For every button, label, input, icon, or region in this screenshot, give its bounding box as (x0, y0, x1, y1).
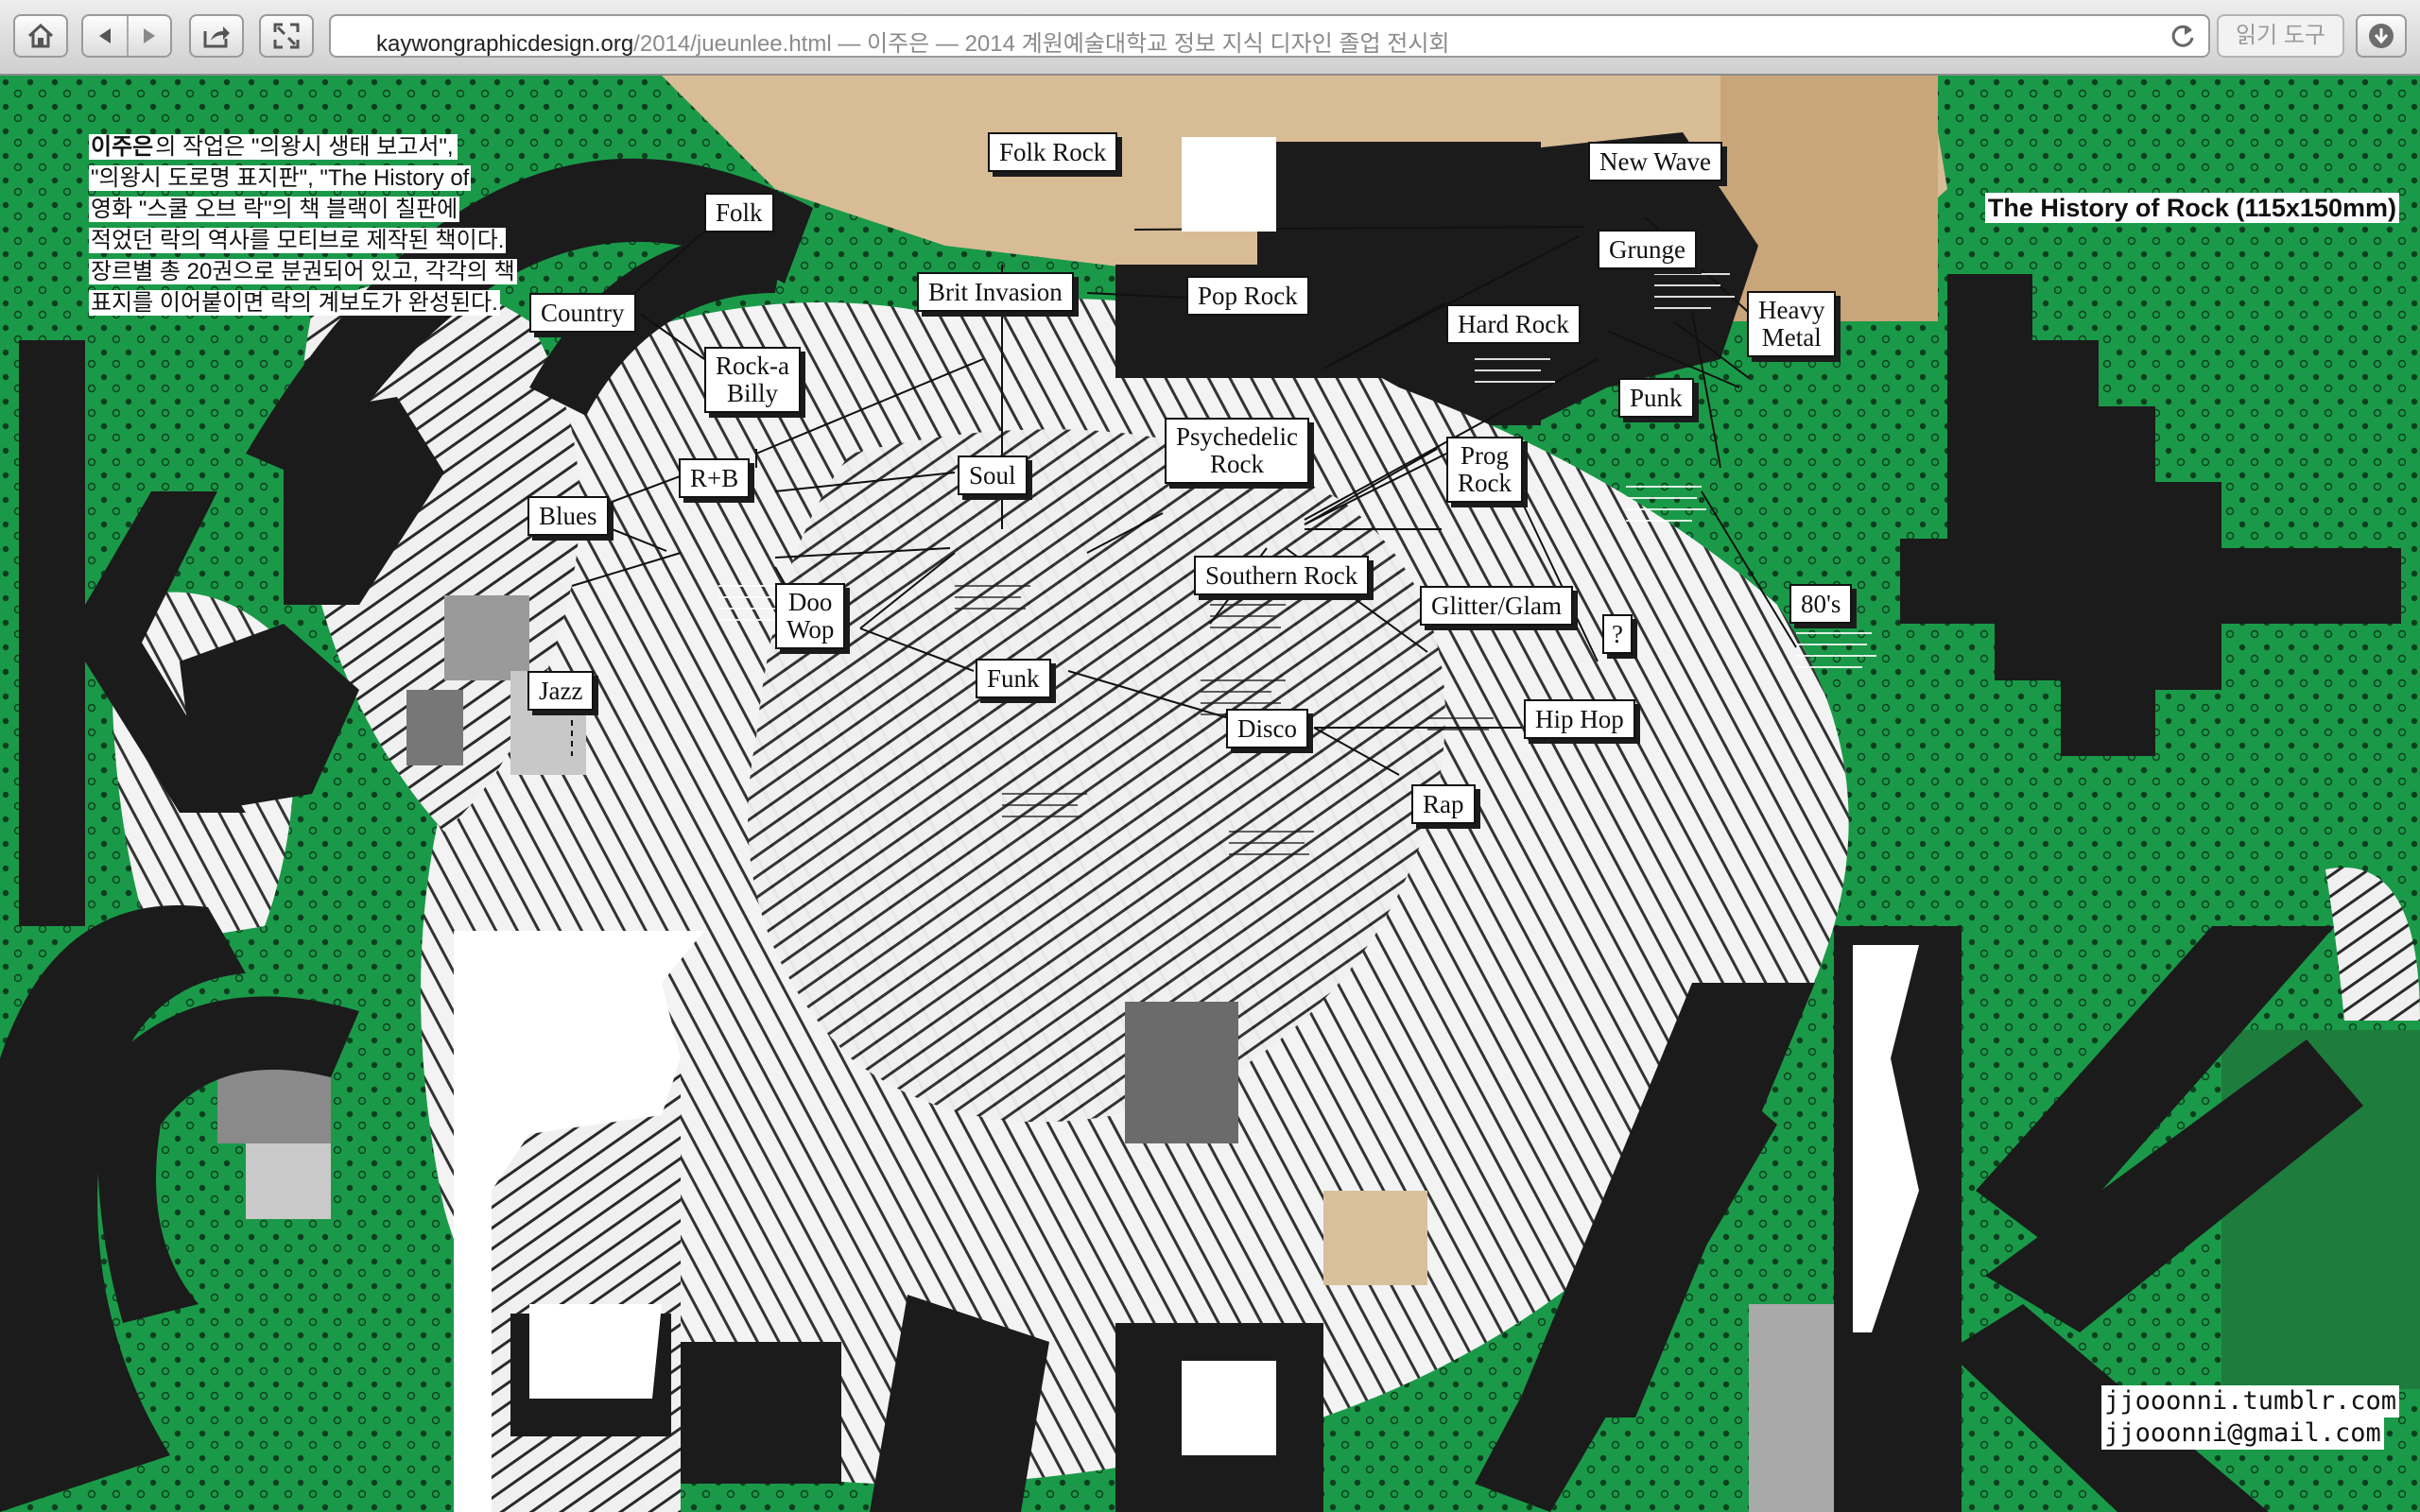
rockabilly-line-1: Rock-a (716, 352, 789, 380)
forward-button[interactable] (129, 16, 170, 56)
downloads-button[interactable] (2356, 14, 2407, 58)
url-host: kaywongraphicdesign.org (376, 31, 634, 57)
genre-country: Country (529, 293, 636, 333)
genre-folk-rock: Folk Rock (988, 132, 1118, 172)
genre-brit-invasion: Brit Invasion (917, 272, 1074, 312)
genre-southern-rock: Southern Rock (1194, 556, 1370, 595)
heavy-metal-line-2: Metal (1761, 323, 1822, 352)
tumblr-link[interactable]: jjooonni.tumblr.com (2101, 1385, 2399, 1418)
page-content: 이주은의 작업은 "의왕시 생태 보고서", "의왕시 도로명 표지판", "T… (0, 76, 2420, 1512)
forward-icon (144, 28, 155, 43)
heavy-metal-line-1: Heavy (1758, 296, 1825, 324)
genre-80s: 80's (1789, 584, 1853, 624)
genre-blues: Blues (527, 496, 609, 536)
genre-rnb: R+B (679, 458, 751, 498)
email-link[interactable]: jjooonni@gmail.com (2101, 1418, 2384, 1450)
page-title-suffix: — 이주은 — 2014 계원예술대학교 정보 지식 디자인 졸업 전시회 (831, 31, 1450, 57)
genre-new-wave: New Wave (1588, 142, 1723, 181)
psychedelic-line-2: Rock (1209, 450, 1264, 478)
rockabilly-line-2: Billy (726, 379, 778, 407)
description-line-5: 장르별 총 20권으로 분권되어 있고, 각각의 책 (89, 259, 517, 284)
artwork-background (0, 76, 2420, 1512)
designer-name: 이주은 (91, 134, 154, 160)
download-icon (2369, 24, 2394, 48)
genre-jazz: Jazz (527, 671, 595, 711)
home-button[interactable] (13, 14, 68, 58)
reader-button[interactable]: 읽기 도구 (2217, 14, 2344, 58)
genre-folk: Folk (704, 193, 774, 232)
share-button[interactable] (189, 14, 244, 58)
url-path: /2014/jueunlee.html (633, 31, 832, 57)
fullscreen-button[interactable] (259, 14, 314, 58)
project-description: 이주은의 작업은 "의왕시 생태 보고서", "의왕시 도로명 표지판", "T… (89, 131, 562, 318)
home-icon (27, 24, 54, 48)
prog-line-1: Prog (1460, 441, 1509, 470)
genre-punk: Punk (1618, 378, 1694, 418)
share-icon (203, 26, 230, 48)
back-icon (99, 28, 111, 43)
genre-rap: Rap (1411, 784, 1476, 824)
contact-info: jjooonni.tumblr.com jjooonni@gmail.com (2101, 1385, 2399, 1450)
genre-unknown: ? (1602, 614, 1633, 654)
doo-wop-line-1: Doo (787, 588, 833, 616)
genre-disco: Disco (1226, 709, 1308, 748)
description-line-6: 표지를 이어붙이면 락의 계보도가 완성된다. (89, 290, 500, 316)
description-line-1: 의 작업은 "의왕시 생태 보고서", (153, 134, 456, 160)
genre-glitter-glam: Glitter/Glam (1420, 586, 1573, 626)
description-line-4: 적었던 락의 역사를 모티브로 제작된 책이다. (89, 228, 507, 253)
artwork-title: The History of Rock (115x150mm) (1984, 193, 2399, 223)
genre-grunge: Grunge (1598, 230, 1697, 269)
doo-wop-line-2: Wop (786, 615, 835, 644)
genre-hard-rock: Hard Rock (1446, 304, 1581, 344)
genre-funk: Funk (976, 659, 1051, 698)
address-bar[interactable]: kaywongraphicdesign.org/2014/jueunlee.ht… (329, 14, 2210, 58)
reload-icon[interactable] (2170, 24, 2195, 48)
genre-hip-hop: Hip Hop (1524, 699, 1635, 739)
browser-toolbar: kaywongraphicdesign.org/2014/jueunlee.ht… (0, 0, 2420, 76)
back-button[interactable] (83, 16, 129, 56)
fullscreen-icon (273, 23, 300, 49)
description-line-2: "의왕시 도로명 표지판", "The History of (89, 165, 472, 191)
description-line-3: 영화 "스쿨 오브 락"의 책 블랙이 칠판에 (89, 197, 460, 222)
url-text: kaywongraphicdesign.org/2014/jueunlee.ht… (376, 25, 1450, 57)
psychedelic-line-1: Psychedelic (1176, 422, 1298, 451)
back-forward-buttons (81, 14, 172, 58)
genre-soul: Soul (958, 455, 1028, 495)
genre-pop-rock: Pop Rock (1186, 276, 1309, 316)
prog-line-2: Rock (1458, 469, 1512, 497)
